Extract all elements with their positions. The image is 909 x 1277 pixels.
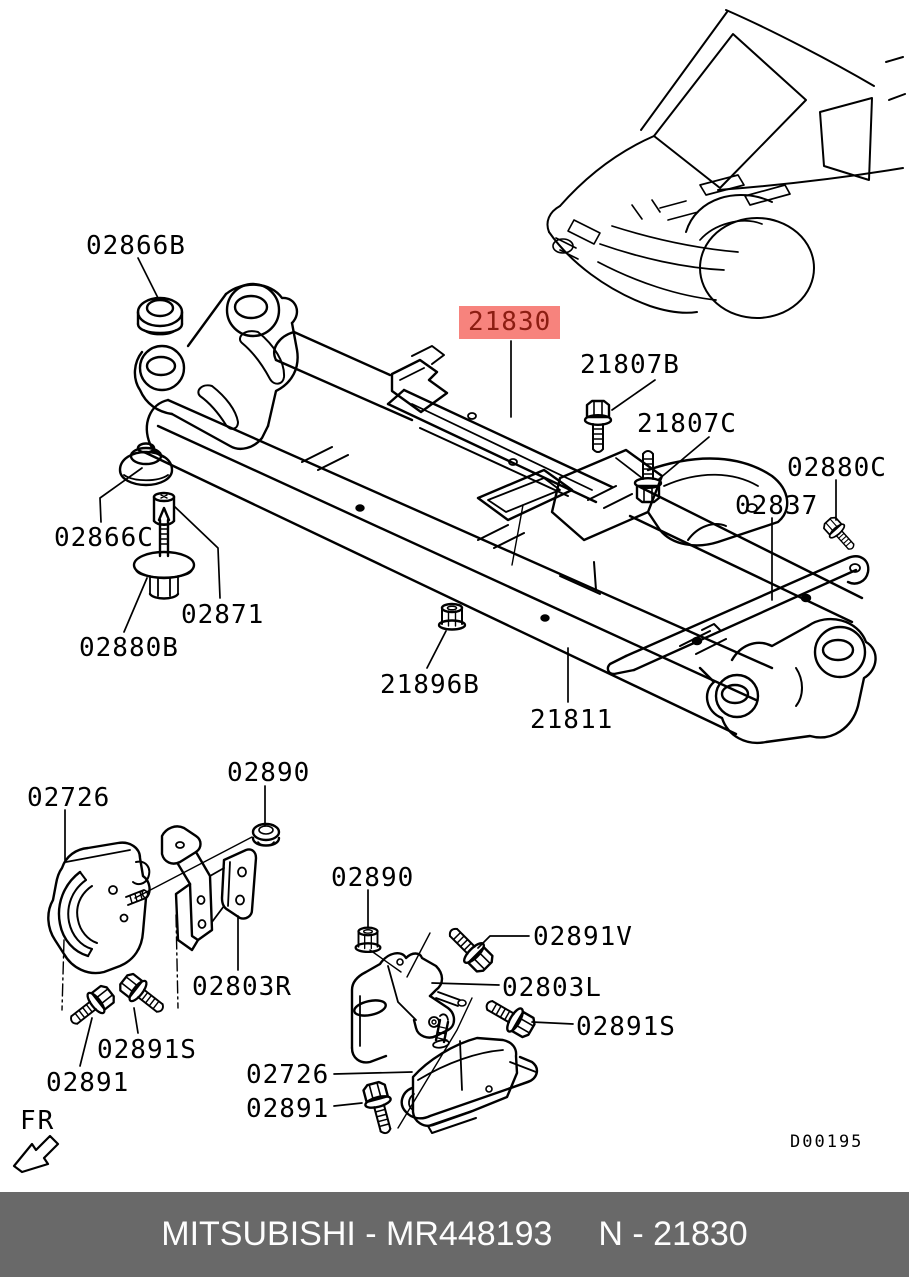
bolt-02891S-left-drawing (115, 969, 171, 1021)
bracket-02803L-drawing (350, 952, 467, 1064)
assembly-alignment-lines (61, 836, 473, 1129)
fr-direction-arrow (12, 1134, 60, 1174)
bolt-02891V-drawing (440, 919, 498, 977)
part-label-02866C[interactable]: 02866C (54, 523, 154, 553)
part-label-02866B[interactable]: 02866B (86, 231, 186, 261)
part-label-02890-mid[interactable]: 02890 (331, 863, 415, 893)
engine-mount-insulator-left-drawing (47, 841, 151, 975)
part-label-21807B[interactable]: 21807B (580, 350, 680, 380)
bolt-02891-bottom-drawing (359, 1079, 401, 1138)
part-label-02891V[interactable]: 02891V (533, 922, 633, 952)
support-bar-02837-drawing (606, 555, 870, 676)
part-label-21811[interactable]: 21811 (530, 705, 614, 735)
part-label-02803L[interactable]: 02803L (502, 973, 602, 1003)
part-label-02880B[interactable]: 02880B (79, 633, 179, 663)
part-label-02891-left[interactable]: 02891 (46, 1068, 130, 1098)
nut-02890-mid-drawing (354, 926, 382, 954)
bolt-21807B-drawing (583, 399, 613, 454)
grommet-02866B-drawing (136, 296, 184, 336)
grommet-02890-left-drawing (251, 822, 281, 847)
engine-mount-insulator-bottom-drawing (400, 1013, 539, 1134)
part-label-02891-bottom[interactable]: 02891 (246, 1094, 330, 1124)
part-label-02726-bottom[interactable]: 02726 (246, 1060, 330, 1090)
part-label-02837[interactable]: 02837 (735, 491, 819, 521)
leader-lines (64, 257, 837, 1107)
part-label-02890-left[interactable]: 02890 (227, 758, 311, 788)
vehicle-inset-illustration (546, 9, 906, 319)
bolt-02880C-drawing (820, 513, 861, 556)
bracket-21830-drawing (386, 345, 789, 566)
parts-diagram-drawing (12, 9, 906, 1174)
part-label-21896B[interactable]: 21896B (380, 670, 480, 700)
part-label-02891S-left[interactable]: 02891S (97, 1035, 197, 1065)
fr-direction-label: FR (20, 1106, 56, 1136)
footer-catalog-reference: N - 21830 (598, 1215, 748, 1253)
part-label-02871[interactable]: 02871 (181, 600, 265, 630)
part-label-02726-left[interactable]: 02726 (27, 783, 111, 813)
part-label-02891S-right[interactable]: 02891S (576, 1012, 676, 1042)
footer-bar: MITSUBISHI - MR448193 N - 21830 (0, 1192, 909, 1277)
bolt-02880B-drawing (132, 506, 196, 600)
part-label-21830-highlighted[interactable]: 21830 (459, 306, 561, 339)
footer-brand-part-number: MITSUBISHI - MR448193 (161, 1215, 553, 1253)
bracket-02803R-drawing (160, 825, 258, 952)
nut-21896B-drawing (437, 602, 467, 631)
bushing-02866C-drawing (118, 442, 174, 487)
part-label-21807C[interactable]: 21807C (637, 409, 737, 439)
part-label-02803R[interactable]: 02803R (192, 972, 292, 1002)
crossmember-drawing (133, 282, 877, 745)
part-label-02880C[interactable]: 02880C (787, 453, 887, 483)
drawing-number: D00195 (790, 1132, 864, 1152)
